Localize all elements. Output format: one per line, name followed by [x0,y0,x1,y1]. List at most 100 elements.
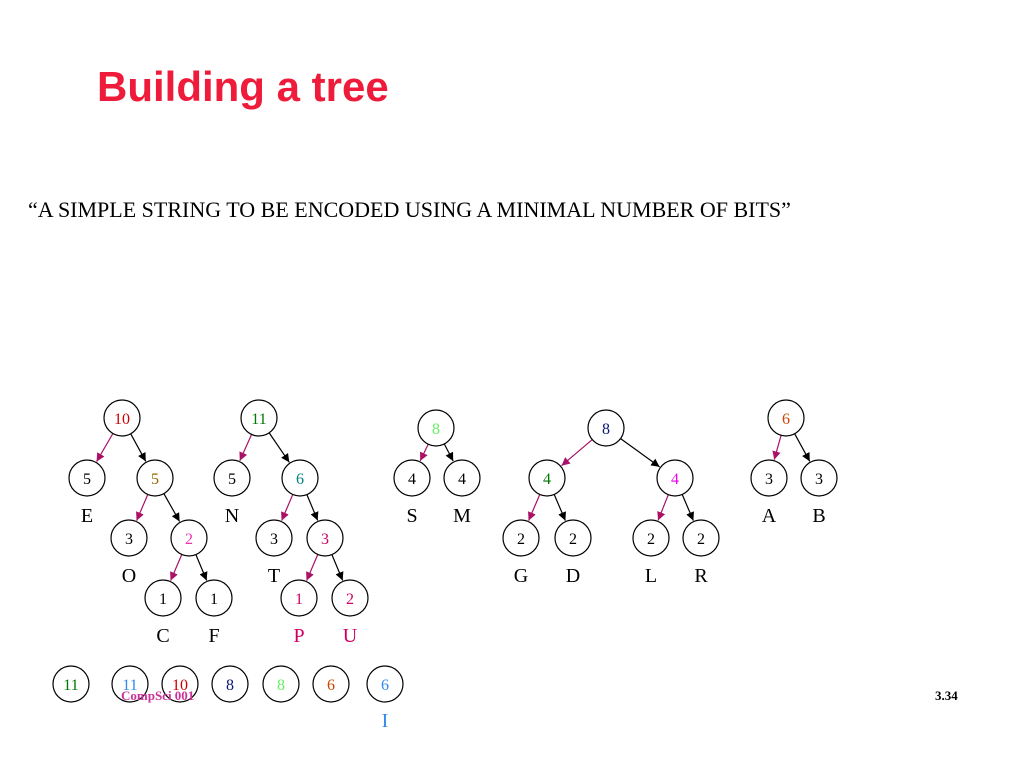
node-circle [632,519,670,557]
tree-node-n3b: 3 [800,459,838,497]
tree-edge-n8n-n4x [620,438,660,468]
node-weight: 2 [647,531,655,548]
node-weight: 11 [63,677,78,694]
tree-edge-n2p-n1c [170,554,183,581]
tree-edge-n3r-n2u [331,554,344,581]
node-weight: 8 [277,677,285,694]
tree-node-n2p: 2 [170,519,208,557]
tree-node-q11b: 11 [111,665,149,703]
node-weight: 2 [697,531,705,548]
node-weight: 1 [295,591,303,608]
node-weight: 4 [671,471,679,488]
tree-edge-n4x-n2l [657,494,669,521]
symbol-label-R: R [694,565,708,587]
node-weight: 6 [381,677,389,694]
node-circle [144,579,182,617]
node-weight: 10 [172,677,188,694]
tree-node-q11a: 11 [52,665,90,703]
symbol-label-B: B [812,505,825,527]
node-circle [213,459,251,497]
node-weight: 3 [815,471,823,488]
symbol-label-O: O [122,565,136,587]
tree-node-n1p: 1 [280,579,318,617]
tree-node-q8a: 8 [211,665,249,703]
tree-edge-n11-n5n [239,434,253,461]
node-weight: 4 [408,471,416,488]
node-weight: 6 [327,677,335,694]
tree-node-n2r: 2 [682,519,720,557]
node-circle [312,665,350,703]
symbol-label-N: N [225,505,239,527]
symbol-label-L: L [645,565,657,587]
node-circle [306,519,344,557]
tree-node-n2g: 2 [502,519,540,557]
node-circle [528,459,566,497]
tree-node-n2l: 2 [632,519,670,557]
symbol-label-M: M [453,505,471,527]
node-weight: 5 [151,471,159,488]
node-circle [554,519,592,557]
node-circle [211,665,249,703]
tree-edge-n10-n5b [130,433,147,462]
node-weight: 8 [226,677,234,694]
node-weight: 11 [251,411,266,428]
node-circle [52,665,90,703]
tree-node-n4x: 4 [656,459,694,497]
node-weight: 3 [125,531,133,548]
tree-node-n5e: 5 [68,459,106,497]
node-circle [417,409,455,447]
node-circle [682,519,720,557]
tree-edge-n8g-n4m [443,443,454,462]
tree-edge-n8n-n4g [561,439,593,467]
tree-node-n4g: 4 [528,459,566,497]
node-circle [68,459,106,497]
node-circle [587,409,625,447]
node-circle [110,519,148,557]
node-weight: 1 [210,591,218,608]
tree-node-n6o: 6 [767,399,805,437]
node-circle [331,579,369,617]
tree-node-n4s: 4 [393,459,431,497]
tree-node-n2u: 2 [331,579,369,617]
tree-node-n3a: 3 [750,459,788,497]
node-circle [750,459,788,497]
node-weight: 10 [114,411,130,428]
node-weight: 5 [83,471,91,488]
node-circle [103,399,141,437]
node-weight: 2 [517,531,525,548]
tree-node-n4m: 4 [443,459,481,497]
tree-edge-n4g-n2d [553,494,566,521]
node-circle [170,519,208,557]
footer-course: CompSci 001 [121,688,195,703]
node-weight: 5 [228,471,236,488]
node-circle [255,519,293,557]
tree-node-n5n: 5 [213,459,251,497]
node-circle [502,519,540,557]
node-weight: 6 [782,411,790,428]
symbol-label-P: P [293,625,304,647]
slide-title: Building a tree [97,63,389,110]
symbol-label-T: T [268,565,280,587]
node-weight: 11 [122,677,137,694]
node-circle [800,459,838,497]
node-circle [656,459,694,497]
tree-node-n6t: 6 [281,459,319,497]
tree-edge-n11-n6t [268,432,290,463]
node-weight: 2 [569,531,577,548]
tree-node-n8n: 8 [587,409,625,447]
symbol-label-S: S [406,505,417,527]
node-circle [161,665,199,703]
tree-edge-n10-n5e [96,433,114,462]
tree-edge-n4g-n2g [528,494,541,521]
tree-edge-n3r-n1p [306,554,319,581]
node-circle [262,665,300,703]
node-weight: 6 [296,471,304,488]
symbol-label-U: U [343,625,358,647]
tree-edge-n5b-n3o [136,494,149,521]
tree-node-q6b: 6 [366,665,404,703]
tree-node-n2d: 2 [554,519,592,557]
edges-layer [96,432,811,581]
tree-edge-n6o-n3a [772,435,782,460]
